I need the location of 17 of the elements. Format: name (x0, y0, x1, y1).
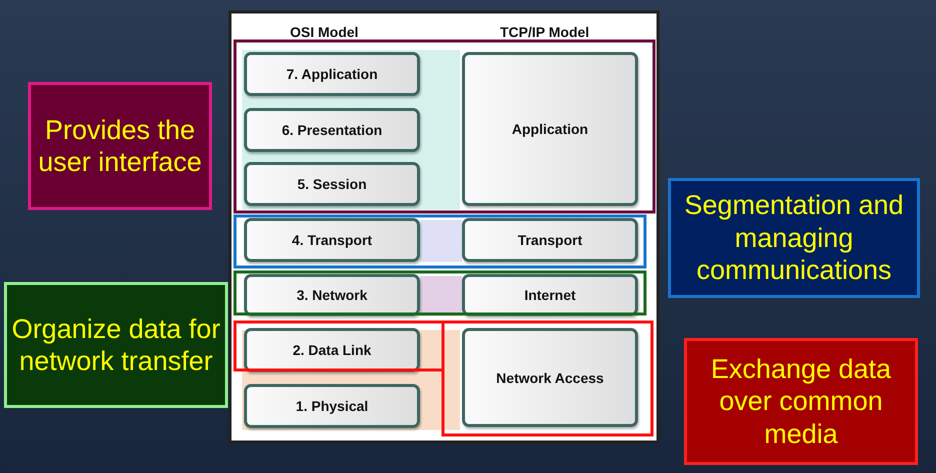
layer-box: Network Access (462, 328, 638, 427)
layer-box: 6. Presentation (244, 108, 420, 152)
layer-box: 4. Transport (244, 218, 420, 262)
column-heading: TCP/IP Model (500, 24, 590, 40)
layer-box: 5. Session (244, 162, 420, 206)
layer-box: 1. Physical (244, 384, 420, 428)
layer-box: Internet (462, 274, 638, 316)
layer-box: Application (462, 52, 638, 206)
callout-box: Exchange data over common media (684, 338, 918, 465)
callout-box: Provides the user interface (28, 82, 212, 210)
column-heading: OSI Model (290, 24, 358, 40)
layer-box: Transport (462, 218, 638, 262)
layer-box: 3. Network (244, 274, 420, 316)
callout-box: Segmentation and managing communications (668, 178, 920, 298)
callout-box: Organize data for network transfer (4, 282, 228, 408)
layer-box: 2. Data Link (244, 328, 420, 372)
layer-box: 7. Application (244, 52, 420, 96)
